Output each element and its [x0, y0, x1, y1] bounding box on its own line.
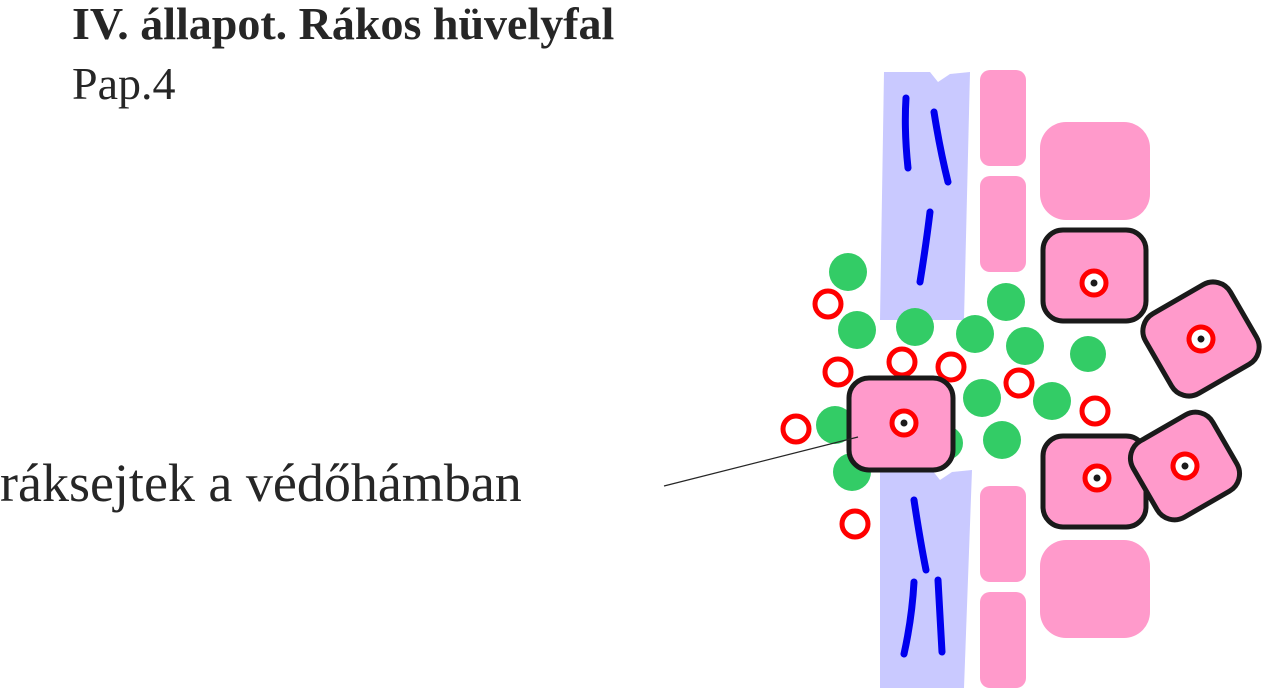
- superficial-cells: [1040, 122, 1150, 638]
- annotation-leader-line: [664, 437, 858, 486]
- vessel-band-lower: [880, 470, 972, 688]
- cancer-cell: [1043, 230, 1146, 321]
- cancer-cell: [1136, 275, 1262, 404]
- vessel-band-upper: [880, 72, 970, 320]
- cancer-cell-highlighted: [849, 378, 953, 470]
